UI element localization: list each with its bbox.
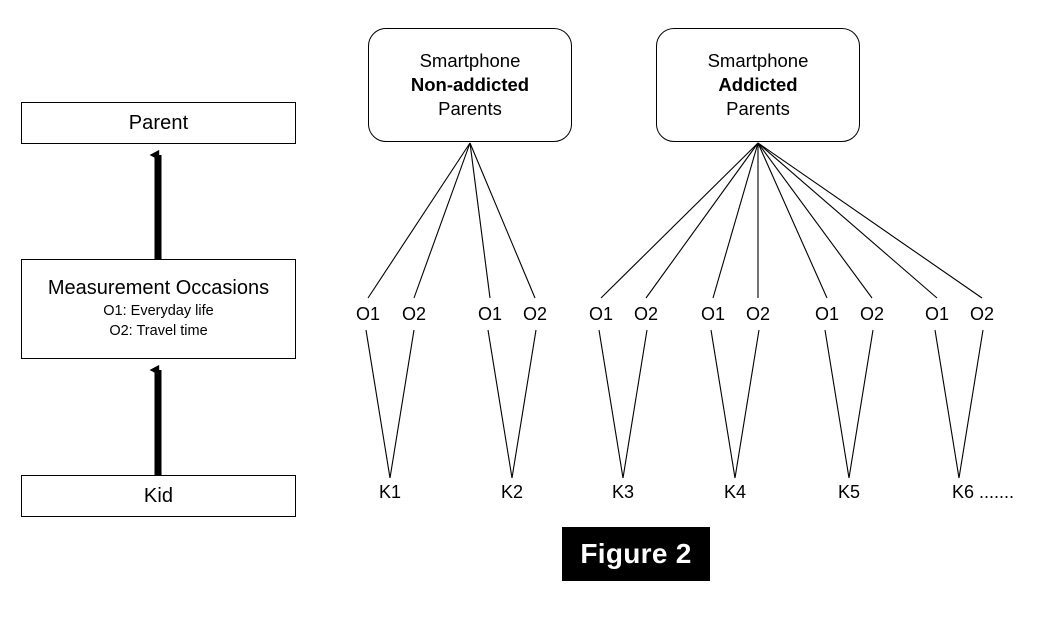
kid-label: K6 ....... xyxy=(951,482,1015,502)
kid-box: Kid xyxy=(21,475,296,517)
occasion-label: O1 xyxy=(814,304,840,324)
kid-label: K3 xyxy=(611,482,635,502)
measurement-occasion-o2: O2: Travel time xyxy=(109,323,208,339)
group-box-line-2: Non-addicted xyxy=(410,74,530,96)
kid-label: K5 xyxy=(837,482,861,502)
measurement-occasions-box: Measurement Occasions O1: Everyday life … xyxy=(21,259,296,359)
group-box-line-1: Smartphone xyxy=(419,50,521,72)
parent-box-label: Parent xyxy=(128,111,189,134)
figure-caption-text: Figure 2 xyxy=(580,538,692,569)
occasion-label: O2 xyxy=(969,304,995,324)
occasion-label: O2 xyxy=(745,304,771,324)
fan-lines-non-addicted xyxy=(367,142,536,299)
fan-lines-addicted xyxy=(600,142,983,299)
occasion-label: O2 xyxy=(859,304,885,324)
parent-box: Parent xyxy=(21,102,296,144)
group-box-line-2: Addicted xyxy=(718,74,798,96)
occasion-label: O2 xyxy=(401,304,427,324)
group-box-line-1: Smartphone xyxy=(707,50,809,72)
occasion-label: O1 xyxy=(588,304,614,324)
occasion-label: O2 xyxy=(633,304,659,324)
measurement-occasion-o1: O1: Everyday life xyxy=(103,303,214,320)
occasion-label: O1 xyxy=(477,304,503,324)
group-box-line-3: Parents xyxy=(438,97,502,119)
kid-box-label: Kid xyxy=(143,484,174,507)
kid-label: K4 xyxy=(723,482,747,502)
group-box-line-3: Parents xyxy=(726,97,790,119)
occasion-label: O2 xyxy=(522,304,548,324)
v-lines-occasions-to-kids xyxy=(365,329,984,479)
group-box-non-addicted-parents: Smartphone Non-addicted Parents xyxy=(368,28,572,142)
measurement-occasions-title: Measurement Occasions xyxy=(47,277,270,300)
figure-caption: Figure 2 xyxy=(562,527,710,581)
occasion-label: O1 xyxy=(924,304,950,324)
kid-label: K2 xyxy=(500,482,524,502)
occasion-label: O1 xyxy=(355,304,381,324)
kid-label: K1 xyxy=(378,482,402,502)
group-box-addicted-parents: Smartphone Addicted Parents xyxy=(656,28,860,142)
occasion-label: O1 xyxy=(700,304,726,324)
